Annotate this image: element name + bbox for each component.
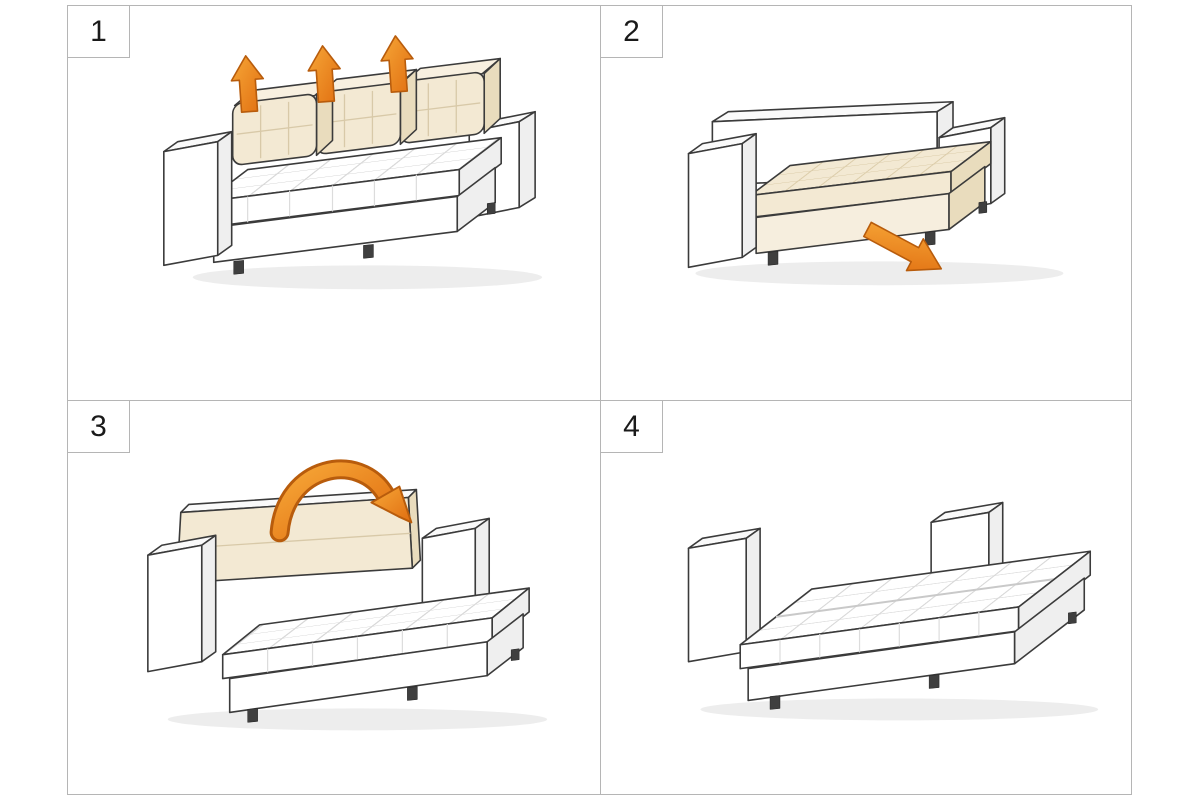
left-armrest [687,132,757,269]
left-armrest [163,130,233,267]
backrest-panel-upright [175,488,422,584]
sofa-illustration-step-3-fold-backrest [147,459,548,731]
sofa-illustration-step-4-flat-bed [687,501,1099,721]
step-number-box-4: 4 [601,401,663,453]
bed-mattress [739,550,1092,670]
step-number-2: 2 [623,14,640,48]
step-number-box-2: 2 [601,6,663,58]
left-armrest [147,534,217,673]
steps-grid: 1 [67,5,1132,795]
pull-out-arrow-icon [862,221,943,272]
step-panel-2: 2 [601,6,1131,401]
up-arrow-icon [380,35,414,94]
up-arrow-icon [307,45,341,103]
quilt-scallops [779,611,980,664]
base-frame [747,577,1086,702]
step-panel-1: 1 [68,6,601,401]
sofa-illustration-step-2-pull-out-base [687,100,1064,286]
step-panel-4: 4 [601,401,1131,794]
sofa-illustration-step-1-lift-cushions [163,35,543,290]
sofa-feet [247,648,520,723]
left-armrest [687,527,761,663]
up-arrow-icon [230,55,265,113]
mattress-seam [775,578,1055,618]
tuft-lines [236,101,313,159]
back-cushions [231,57,501,166]
step-number-4: 4 [623,409,640,443]
seat-cushion [749,140,992,219]
quilt-scallops [247,174,417,223]
sofa-feet [769,611,1077,710]
sofa-shadow [167,708,548,731]
step-number-box-3: 3 [68,401,130,453]
right-armrest [421,517,491,616]
sofa-feet [233,202,496,275]
seat-mattress [204,136,502,229]
lift-arrows [230,35,414,113]
sofa-shadow [192,265,543,290]
step-number-box-1: 1 [68,6,130,58]
step-panel-3: 3 [68,401,601,794]
backrest-crease [182,532,411,549]
step-number-3: 3 [90,409,107,443]
fold-over-arrow-icon [269,459,413,543]
sofa-shadow [695,261,1064,286]
sofa-shadow [700,698,1099,721]
pull-out-base-panel [755,165,986,255]
step-number-1: 1 [90,14,107,48]
quilt-scallops [267,623,448,673]
